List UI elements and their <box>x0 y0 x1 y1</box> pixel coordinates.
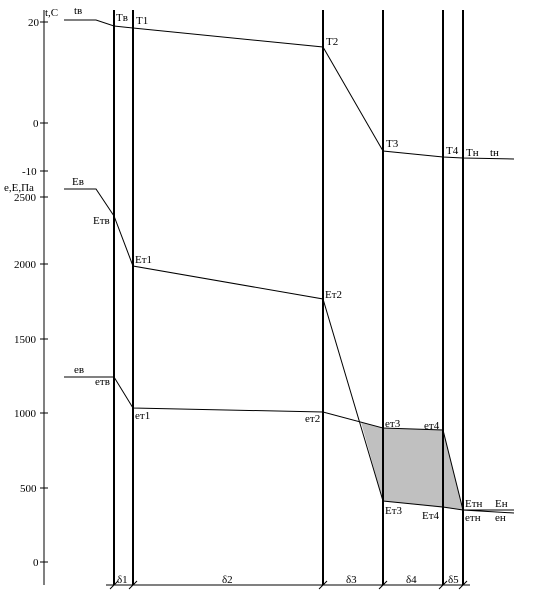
dimension-line <box>106 580 470 590</box>
temp-label-tv: tв <box>74 5 82 17</box>
temp-label-Tn: Tн <box>466 147 479 159</box>
t-tick: 20 <box>28 17 40 29</box>
e-axis-ticks <box>40 196 48 563</box>
sat-label-Et3: Eт3 <box>385 505 403 517</box>
part-label-et2: eт2 <box>305 413 320 425</box>
part-label-et4: eт4 <box>424 420 440 432</box>
temp-label-T4: T4 <box>446 145 459 157</box>
temp-label-Tv: Tв <box>116 12 128 24</box>
temp-label-tn: tн <box>490 147 499 159</box>
part-label-et1: eт1 <box>135 410 150 422</box>
saturation-line <box>64 188 514 511</box>
layer-label: δ4 <box>406 574 417 586</box>
e-tick: 1000 <box>14 408 37 420</box>
part-label-en: eн <box>495 512 506 524</box>
sat-label-En: Eн <box>495 498 508 510</box>
part-label-etv: eтв <box>95 376 110 388</box>
layer-boundaries <box>113 10 464 585</box>
part-label-ev: eв <box>74 364 84 376</box>
e-axis-label: e,E,Па <box>4 182 34 194</box>
e-tick: 2000 <box>14 259 37 271</box>
sat-label-Et2: Eт2 <box>325 289 342 301</box>
layer-label: δ1 <box>117 574 128 586</box>
e-tick: 0 <box>33 557 39 569</box>
t-tick: -10 <box>22 166 37 178</box>
sat-label-Etn: Eтн <box>465 498 483 510</box>
temp-label-T2: T2 <box>326 36 338 48</box>
partial-line <box>64 376 515 514</box>
temp-label-T1: T1 <box>136 15 148 27</box>
t-tick: 0 <box>33 118 39 130</box>
e-tick: 500 <box>20 483 37 495</box>
layer-label: δ5 <box>448 574 459 586</box>
sat-label-Et1: Eт1 <box>135 254 152 266</box>
layer-label: δ2 <box>222 574 233 586</box>
sat-label-Ev: Eв <box>72 176 84 188</box>
t-axis-ticks <box>40 21 48 172</box>
temperature-line <box>64 19 515 160</box>
e-tick: 2500 <box>14 192 37 204</box>
layer-label: δ3 <box>346 574 357 586</box>
e-tick: 1500 <box>14 334 37 346</box>
part-label-etn: eтн <box>465 512 481 524</box>
part-label-et3: eт3 <box>385 418 401 430</box>
sat-label-Et4: Eт4 <box>422 510 440 522</box>
t-axis-label: t,C <box>45 7 58 19</box>
temp-label-T3: T3 <box>386 138 399 150</box>
sat-label-Etv: Eтв <box>93 215 110 227</box>
condensation-zone <box>361 422 463 510</box>
